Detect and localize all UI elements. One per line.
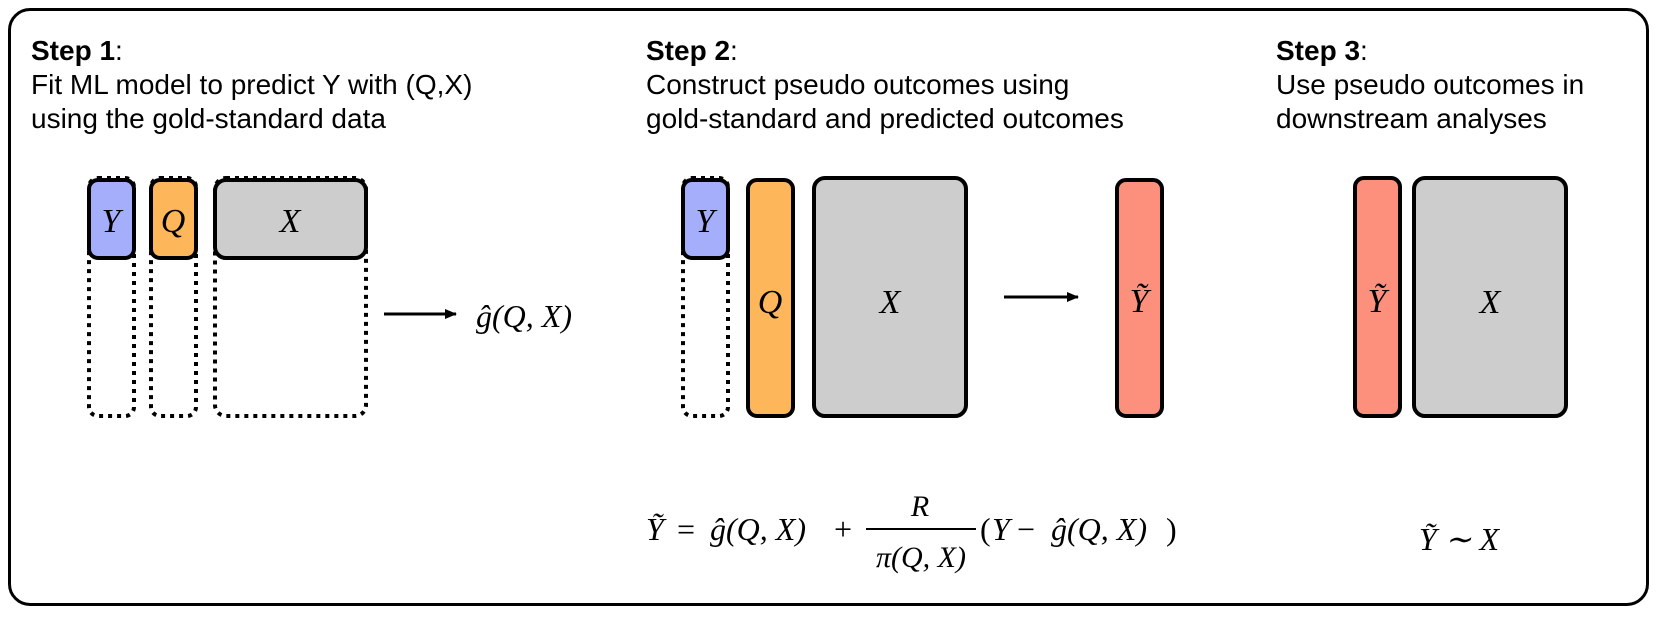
step2-q-label: Q: [758, 284, 783, 321]
formula-equals: =: [677, 511, 695, 547]
step2-ytilde-block: [1115, 178, 1164, 418]
formula-close-paren: ): [1166, 511, 1177, 547]
formula-denominator: π(Q, X): [876, 541, 966, 574]
step1-x-label: X: [278, 203, 302, 240]
step2-y-unlabeled-outline: [681, 176, 730, 418]
step1-y-unlabeled-outline: [87, 176, 136, 418]
step3-diagram: Ỹ X Ỹ ∼ X: [1353, 176, 1568, 557]
step1-q-label: Q: [161, 203, 186, 240]
step1-y-block: [87, 178, 136, 260]
step1-line2: using the gold-standard data: [31, 103, 386, 134]
step3-formula: Ỹ ∼ X: [1419, 521, 1501, 557]
step2-y-label: Y: [696, 203, 718, 240]
step2-title: Step 2: [646, 35, 731, 66]
formula-ytilde: Ỹ: [646, 511, 667, 547]
formula-ghat: ĝ(Q, X): [710, 511, 806, 547]
step2-line2: gold-standard and predicted outcomes: [646, 103, 1124, 134]
step1-output-ghat: ĝ(Q, X): [476, 298, 572, 334]
step2-x-block: [812, 176, 968, 418]
step2-q-block: [746, 178, 795, 418]
pseudo-outcome-formula: Ỹ = ĝ(Q, X) + R π(Q, X) ( Y − ĝ(Q, X) ): [646, 490, 1177, 574]
step3-line2: downstream analyses: [1276, 103, 1547, 134]
step3-ytilde-block: [1353, 176, 1402, 418]
formula-minus: −: [1017, 511, 1035, 547]
step1-q-unlabeled-outline: [149, 176, 198, 418]
step3-x-label: X: [1478, 284, 1502, 321]
step2-caption: Step 2: Construct pseudo outcomes using …: [646, 35, 1124, 134]
step3-caption: Step 3: Use pseudo outcomes in downstrea…: [1276, 35, 1585, 134]
step3-title: Step 3: [1276, 35, 1361, 66]
step2-y-block: [681, 178, 730, 260]
formula-y: Y: [992, 511, 1013, 547]
step1-caption: Step 1: Fit ML model to predict Y with (…: [31, 35, 473, 134]
step1-diagram: Y Q X ĝ(Q, X): [87, 176, 572, 418]
step2-ytilde-label: Ỹ: [1130, 283, 1152, 320]
step1-line1: Fit ML model to predict Y with (Q,X): [31, 69, 473, 100]
step1-q-block: [149, 178, 198, 260]
step1-x-block: [213, 178, 368, 260]
formula-numerator: R: [910, 490, 929, 523]
formula-plus: +: [834, 511, 852, 547]
step3-line1: Use pseudo outcomes in: [1276, 69, 1585, 100]
formula-ghat-2: ĝ(Q, X): [1051, 511, 1147, 547]
step1-y-label: Y: [102, 203, 124, 240]
step3-ytilde-label: Ỹ: [1368, 283, 1390, 320]
step1-title: Step 1: [31, 35, 116, 66]
step2-x-label: X: [878, 284, 902, 321]
step3-x-block: [1412, 176, 1568, 418]
step2-line1: Construct pseudo outcomes using: [646, 69, 1070, 100]
step2-diagram: Y Q X Ỹ Ỹ = ĝ(Q, X) + R π(Q, X) ( Y − ĝ(…: [646, 176, 1177, 574]
formula-open-paren: (: [980, 511, 991, 547]
